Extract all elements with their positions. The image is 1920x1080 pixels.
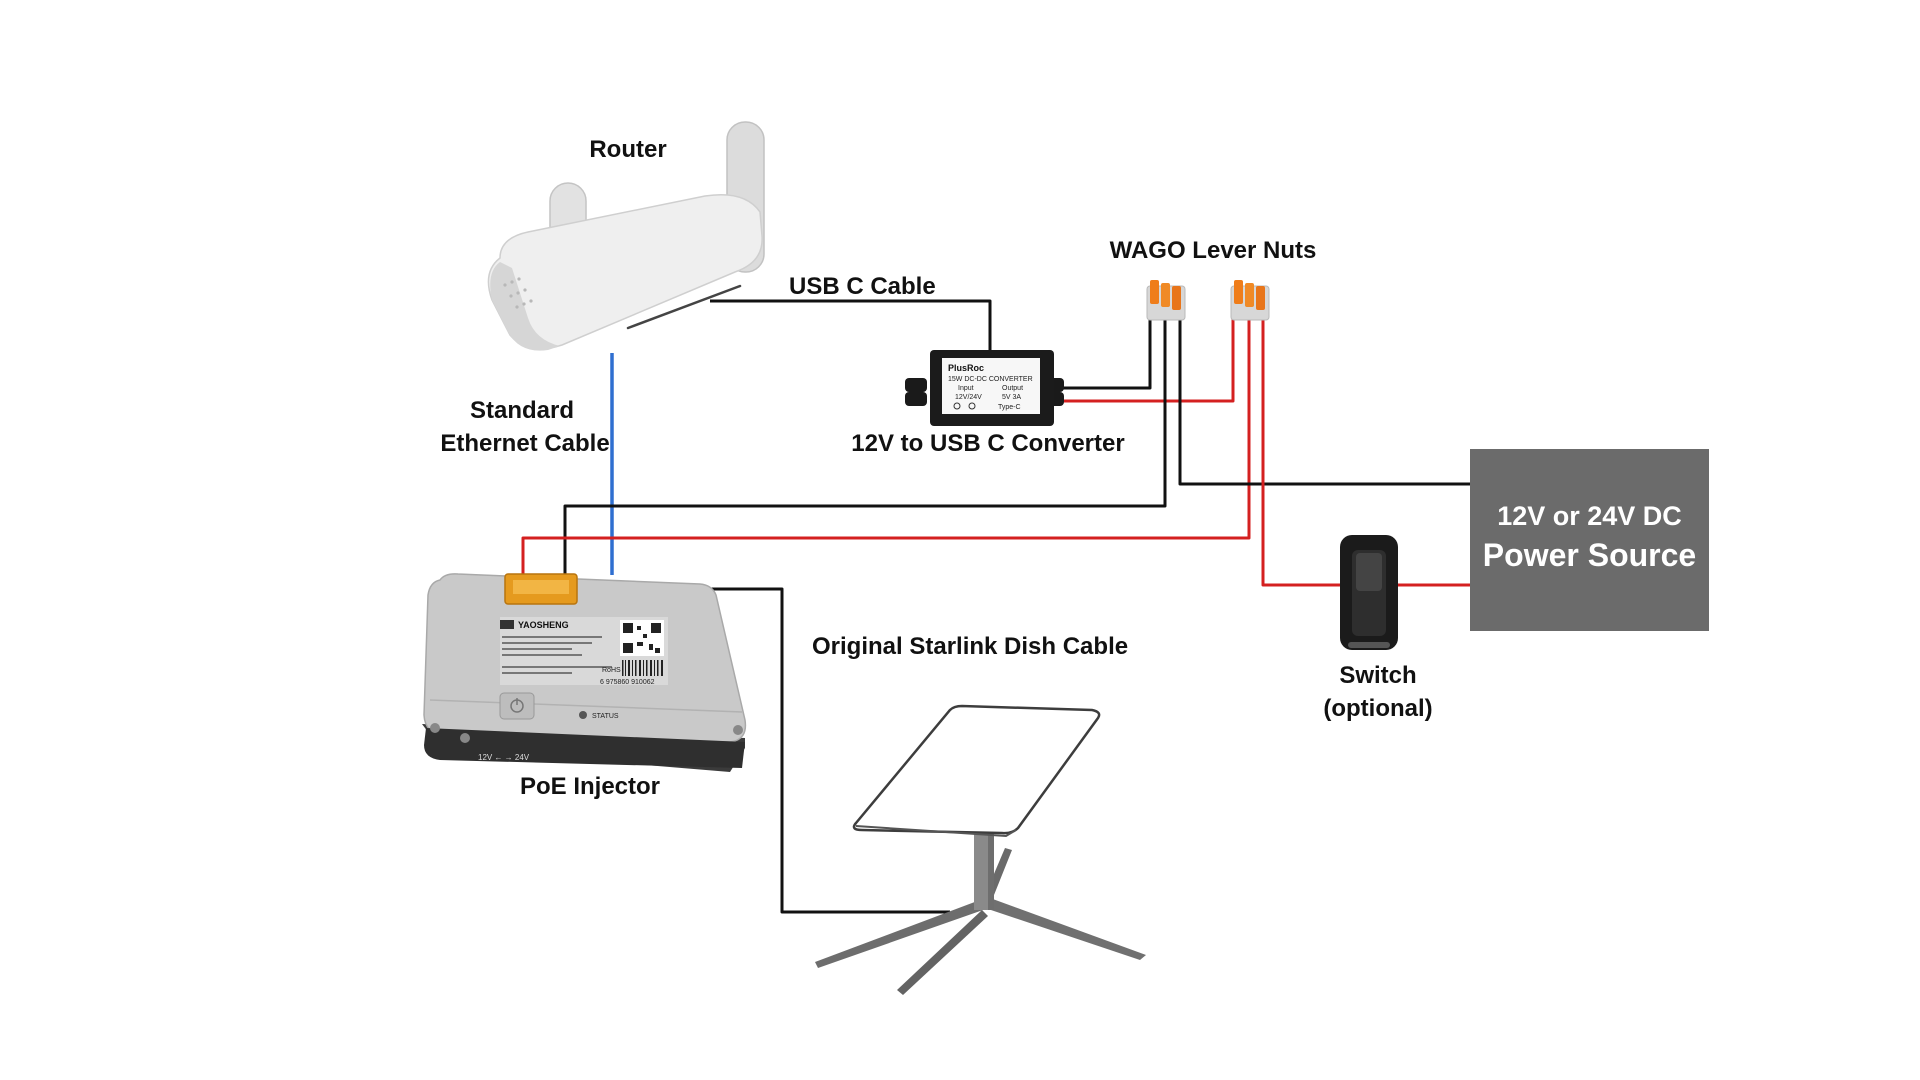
ethernet-label-line2: Ethernet Cable [440, 430, 609, 457]
injector-rohs-text: RoHS [602, 667, 621, 674]
wago-lever-nut-2-icon [1230, 280, 1270, 321]
converter-red-wire [1050, 318, 1235, 403]
power-source-voltage-text: 12V or 24V DC [1497, 501, 1682, 531]
injector-red-wire [521, 318, 1251, 575]
converter-type-text: Type-C [998, 404, 1021, 411]
converter-output-text: Output [1002, 385, 1023, 392]
dish-cable-wire [700, 587, 950, 914]
router-icon [487, 121, 765, 351]
rocker-switch-icon [1340, 535, 1398, 650]
power-source-title-text: Power Source [1483, 537, 1696, 573]
injector-voltage-text: 12V ← → 24V [478, 753, 530, 762]
poe-injector-icon: 12V ← → 24V YAOSHENG RoHS [422, 573, 747, 772]
power-source-box: 12V or 24V DC Power Source [1470, 449, 1709, 631]
injector-barcode-text: 6 975860 910062 [600, 679, 655, 686]
switch-label-line2: (optional) [1323, 695, 1432, 722]
injector-status-text: STATUS [592, 713, 619, 720]
router-label: Router [589, 136, 666, 163]
usb-c-converter-icon: PlusRoc 15W DC-DC CONVERTER Input Output… [905, 350, 1064, 426]
usb-c-cable-label: USB C Cable [789, 273, 936, 300]
wago-lever-nut-1-icon [1146, 280, 1186, 321]
converter-output-voltage-text: 5V 3A [1002, 394, 1021, 401]
power-black-wire [1178, 318, 1470, 486]
dish-cable-label: Original Starlink Dish Cable [812, 633, 1128, 660]
starlink-dish-icon [815, 704, 1146, 995]
poe-injector-label: PoE Injector [520, 773, 660, 800]
converter-input-text: Input [958, 385, 974, 392]
qr-code-icon [620, 620, 664, 656]
converter-label: 12V to USB C Converter [851, 430, 1124, 457]
barcode-icon [622, 660, 663, 676]
switch-label-line1: Switch [1339, 662, 1416, 689]
converter-input-voltage-text: 12V/24V [955, 394, 982, 401]
converter-black-wire [1050, 318, 1152, 390]
usb-c-cable-wire [710, 299, 992, 352]
wires [521, 299, 1470, 914]
injector-black-wire [563, 318, 1167, 575]
wago-label: WAGO Lever Nuts [1110, 237, 1317, 264]
converter-model-text: 15W DC-DC CONVERTER [948, 376, 1033, 383]
injector-brand-text: YAOSHENG [518, 620, 569, 630]
power-button-icon [499, 692, 535, 720]
switch-red-wire [1261, 318, 1340, 587]
ethernet-label-line1: Standard [470, 397, 574, 424]
labels: Router USB C Cable WAGO Lever Nuts Stand… [440, 136, 1432, 800]
converter-brand-text: PlusRoc [948, 363, 984, 373]
